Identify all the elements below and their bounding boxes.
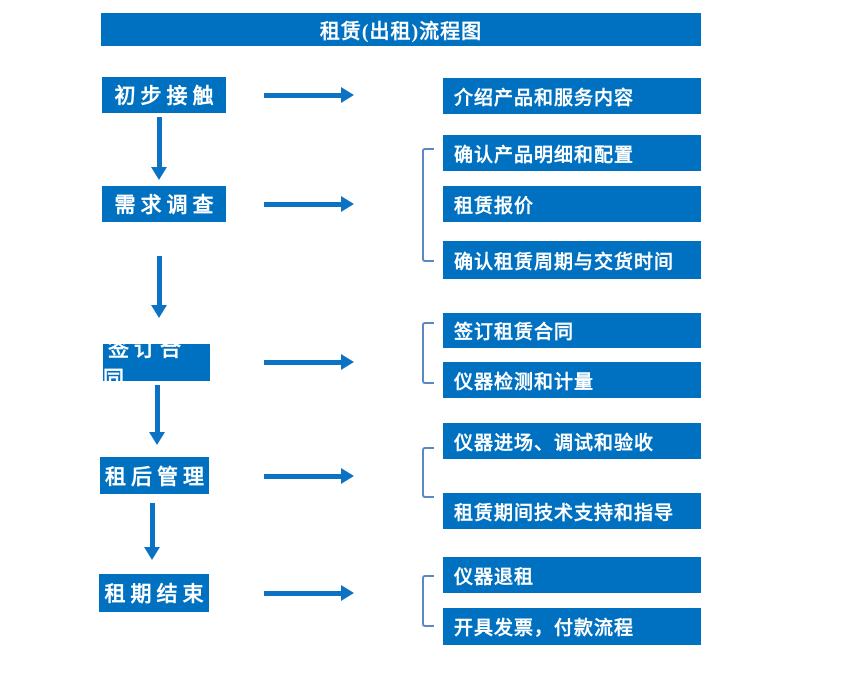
arrow-down-icon	[149, 385, 165, 445]
arrow-shaft	[264, 473, 341, 479]
arrow-head	[341, 196, 354, 212]
detail-box-sign-rental-contract: 签订租赁合同	[443, 313, 701, 348]
arrow-head	[151, 305, 167, 318]
bracket-connector-demand-survey	[422, 148, 434, 262]
arrow-head	[151, 167, 167, 180]
arrow-right-icon	[264, 196, 354, 212]
stage-box-post-rental-management: 租后管理	[100, 457, 209, 494]
arrow-shaft	[264, 590, 341, 596]
arrow-head	[341, 354, 354, 370]
detail-box-introduce-products: 介绍产品和服务内容	[443, 78, 701, 114]
bracket-connector-sign-contract	[422, 322, 434, 384]
arrow-shaft	[149, 503, 155, 547]
arrow-shaft	[264, 359, 341, 365]
arrow-head	[144, 547, 160, 560]
bracket-connector-rental-end	[422, 575, 434, 627]
arrow-shaft	[264, 201, 341, 207]
detail-box-technical-support: 租赁期间技术支持和指导	[443, 493, 701, 529]
detail-box-instrument-testing: 仪器检测和计量	[443, 362, 701, 398]
detail-box-confirm-period-delivery: 确认租赁周期与交货时间	[443, 241, 701, 279]
arrow-right-icon	[264, 468, 354, 484]
detail-box-instrument-commissioning: 仪器进场、调试和验收	[443, 423, 701, 459]
stage-box-rental-end: 租期结束	[99, 574, 209, 612]
diagram-title: 租赁(出租)流程图	[101, 13, 701, 46]
arrow-down-icon	[151, 256, 167, 318]
arrow-head	[149, 432, 165, 445]
arrow-down-icon	[144, 503, 160, 560]
detail-box-invoice-payment: 开具发票，付款流程	[443, 608, 701, 645]
detail-box-rental-quotation: 租赁报价	[443, 186, 701, 222]
detail-box-instrument-return: 仪器退租	[443, 557, 701, 593]
bracket-connector-post-rental	[422, 447, 434, 498]
arrow-head	[341, 585, 354, 601]
arrow-shaft	[156, 117, 162, 167]
arrow-head	[341, 87, 354, 103]
arrow-head	[341, 468, 354, 484]
stage-box-demand-survey: 需求调查	[102, 186, 226, 222]
stage-box-sign-contract: 签订合同	[103, 337, 210, 391]
arrow-right-icon	[264, 585, 354, 601]
arrow-down-icon	[151, 117, 167, 180]
stage-box-initial-contact: 初步接触	[102, 77, 226, 113]
arrow-right-icon	[264, 354, 354, 370]
arrow-right-icon	[264, 87, 354, 103]
arrow-shaft	[154, 385, 160, 432]
arrow-shaft	[264, 92, 341, 98]
detail-box-confirm-product-config: 确认产品明细和配置	[443, 135, 701, 171]
arrow-shaft	[156, 256, 162, 305]
